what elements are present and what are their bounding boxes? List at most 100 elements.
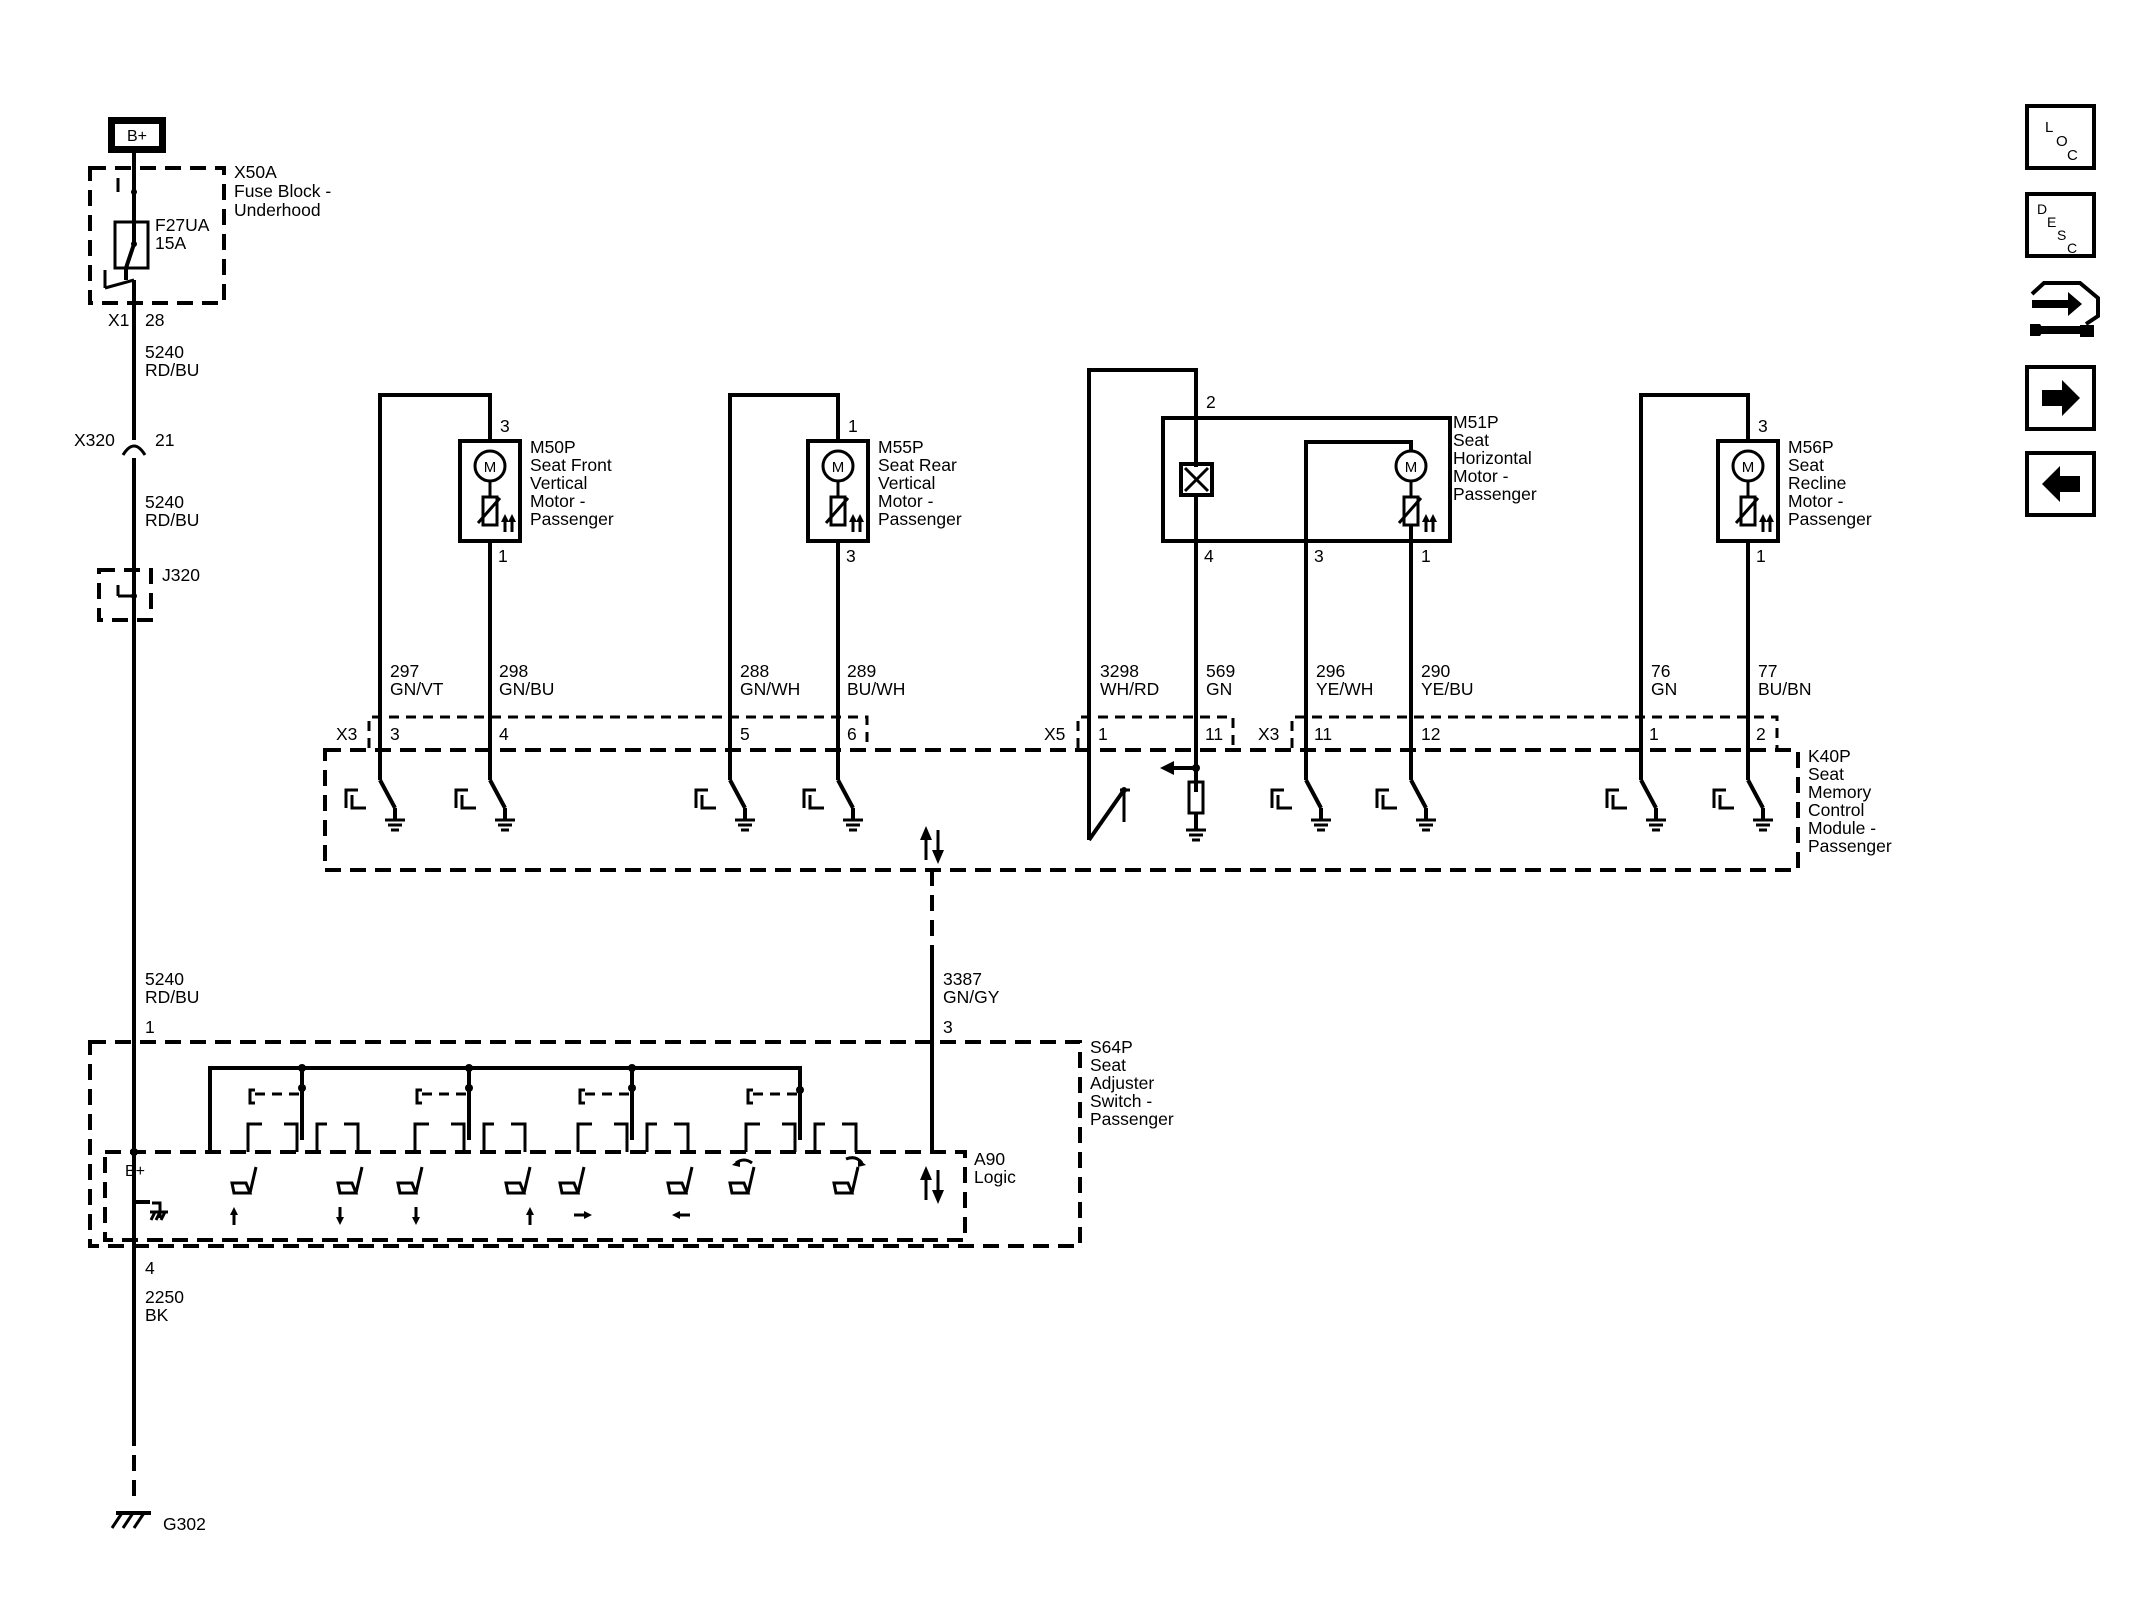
wire-2250-pin: 4 [145,1258,155,1278]
driver-switch [1712,779,1773,832]
connector-outlines [367,715,1779,748]
m55p-l2: Vertical [878,473,935,493]
wire-5240-b-color: RD/BU [145,510,199,530]
inline-x320-pin: 21 [155,430,174,450]
m56p-l3: Motor - [1788,491,1844,511]
ground-wire-2250: 4 2250 BK [132,1240,184,1505]
wire-circuit: 569 [1206,661,1235,681]
m51p-pin-b1: 1 [1421,546,1431,566]
seat-rear-down-icon [396,1166,424,1225]
fuse-connector-id: X1 [108,310,129,330]
nav-desc-c: C [2067,240,2077,256]
m55p-pin-top: 1 [848,416,858,436]
k40p-id: K40P [1808,746,1851,766]
m51p-symbol: M [1405,459,1418,476]
k40p-l1: Seat [1808,764,1844,784]
data-wire-color: GN/GY [943,987,1000,1007]
battery-label: B+ [127,128,147,145]
wire-color: GN/WH [740,679,800,699]
wire-color: BU/BN [1758,679,1811,699]
k40p-l4: Module - [1808,818,1876,838]
connector-x3-b: X3 [1258,724,1279,744]
wire-5240-a-circuit: 5240 [145,342,184,362]
wire-circuit: 298 [499,661,528,681]
m56p-l4: Passenger [1788,509,1872,529]
main-feed-wire: 5240 RD/BU X320 21 5240 RD/BU [74,300,199,1430]
wire-5240-c-circuit: 5240 [145,969,184,989]
s64p-l1: Seat [1090,1055,1126,1075]
wire-pin: 1 [1098,724,1108,744]
logic-data-arrows-icon [920,1166,944,1204]
m51p-l3: Motor - [1453,466,1509,486]
wire-5240-c-color: RD/BU [145,987,199,1007]
m55p-pin-bot: 3 [846,546,856,566]
nav-loc-button[interactable]: L O C [2025,104,2096,170]
battery-symbol: B+ [108,117,166,153]
driver-switch [1270,779,1331,832]
arrow-right-icon [2042,380,2080,416]
wire-labels: 297 GN/VT 3 298 GN/BU 4 288 GN/WH 5 289 … [336,661,1811,744]
k40p-l5: Passenger [1808,836,1892,856]
wire-circuit: 77 [1758,661,1777,681]
driver-switch [1605,779,1666,832]
connector-wrench-icon[interactable] [2030,281,2100,337]
m51p-pin-top: 2 [1206,392,1216,412]
seat-recline-forward-icon [832,1156,866,1195]
s64p-pin-1: 1 [145,1017,155,1037]
fuse-rating: 15A [155,233,186,253]
ground-g302: G302 [110,1511,206,1534]
m56p-l2: Recline [1788,473,1846,493]
s64p-l4: Passenger [1090,1109,1174,1129]
m50p-l3: Motor - [530,491,586,511]
logic-a90: A90 Logic B+ [103,1148,1016,1242]
wire-5240-a-color: RD/BU [145,360,199,380]
x5-resistor [1160,761,1206,842]
m55p-id: M55P [878,437,924,457]
fuse-id: F27UA [155,215,210,235]
m50p-pin-top: 3 [500,416,510,436]
driver-switch [802,779,863,832]
nav-desc-e: E [2047,214,2056,230]
wire-circuit: 76 [1651,661,1670,681]
inline-x320-id: X320 [74,430,115,450]
seat-forward-icon [558,1166,592,1219]
seat-rear-up-icon [504,1166,534,1225]
wire-circuit: 3298 [1100,661,1139,681]
serial-data-arrows-icon [920,826,944,864]
m56p-pin-bot: 1 [1756,546,1766,566]
s64p-l2: Adjuster [1090,1073,1154,1093]
wire-pin: 1 [1649,724,1659,744]
a90-id: A90 [974,1149,1005,1169]
wire-pin: 3 [390,724,400,744]
wire-color: YE/WH [1316,679,1373,699]
motor-m51p: M 2 4 3 1 M51P Seat Horizontal Motor - P… [1087,368,1537,840]
k40p-l3: Control [1808,800,1864,820]
motor-m56p: M 3 1 M56P Seat Recline Motor - Passenge… [1639,393,1872,688]
next-page-button[interactable] [2025,365,2096,431]
previous-page-button[interactable] [2025,451,2096,517]
driver-switch [454,779,515,832]
switch-s64p: S64P Seat Adjuster Switch - Passenger [88,1037,1174,1248]
m56p-symbol: M [1742,459,1755,476]
wire-pin: 4 [499,724,509,744]
driver-switch [694,779,755,832]
driver-switch [1375,779,1436,832]
fuse-block-name-2: Underhood [234,200,321,220]
seat-front-up-icon [230,1166,258,1225]
wire-pin: 12 [1421,724,1440,744]
nav-desc-button[interactable]: D E S C [2025,192,2096,258]
nav-loc-o: O [2056,133,2068,150]
switch-contact-group [744,1088,858,1152]
m50p-l2: Vertical [530,473,587,493]
seat-front-down-icon [336,1166,364,1225]
m56p-pin-top: 3 [1758,416,1768,436]
m55p-l4: Passenger [878,509,962,529]
wire-color: GN/BU [499,679,554,699]
k40p-l2: Memory [1808,782,1871,802]
m55p-symbol: M [832,459,845,476]
wire-circuit: 289 [847,661,876,681]
m51p-l4: Passenger [1453,484,1537,504]
m50p-l1: Seat Front [530,455,612,475]
